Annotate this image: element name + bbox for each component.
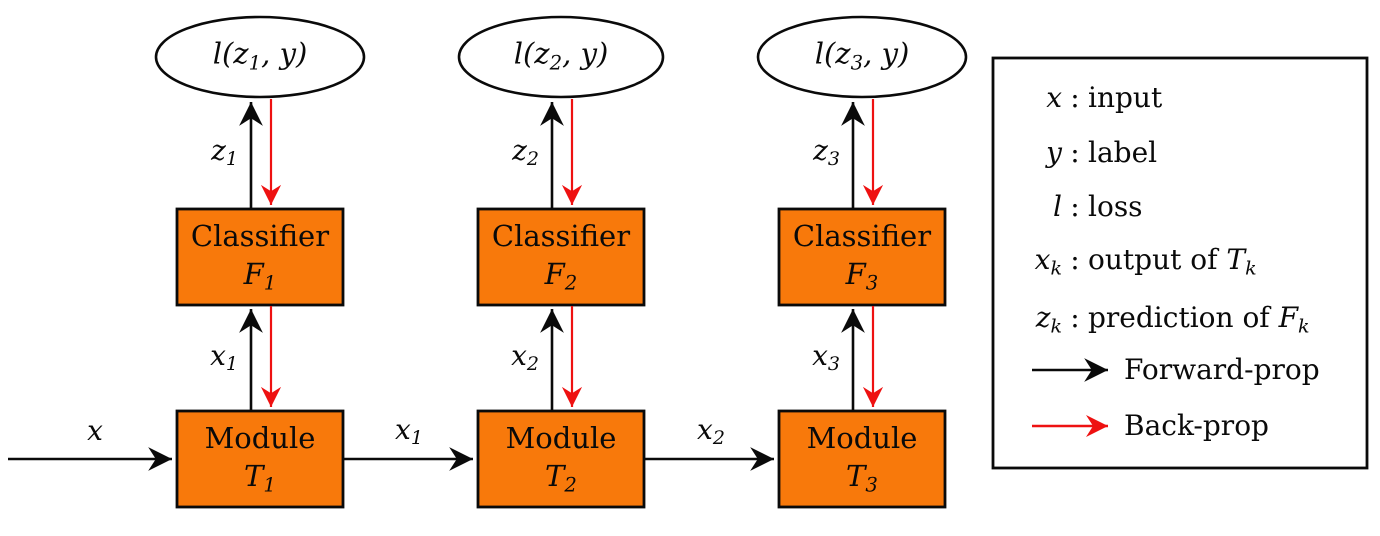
classifier-box-3 (777, 207, 947, 307)
classifier-2-sym: F (544, 257, 565, 292)
legend-row-prediction: zk : prediction of Fk (1002, 301, 1350, 337)
flow-x2-sub: 2 (712, 427, 725, 450)
legend-row-output: xk : output of Tk (1002, 243, 1350, 279)
legend-term-y: y (1046, 136, 1062, 170)
classifier-3-sym: F (845, 257, 866, 292)
loss-label-2-pre: l(z (513, 36, 550, 71)
legend-desc-output: output of Tk (1088, 243, 1257, 280)
loss-label-2-sub: 2 (549, 51, 563, 75)
loss-label-1: l(z1, y) (213, 37, 308, 75)
module-2-title: Module (505, 421, 617, 456)
flow-label-input: x (87, 414, 103, 450)
module-box-2 (476, 409, 646, 509)
loss-label-3: l(z3, y) (815, 37, 910, 75)
classifier-3-sub: 3 (865, 271, 879, 295)
module-2-sub: 2 (564, 473, 577, 497)
loss-label-1-pre: l(z (212, 36, 249, 71)
flow-x2-main: x (697, 412, 713, 446)
module-2-sym: T (545, 459, 565, 494)
flow-x1-main: x (395, 412, 411, 446)
classifier-1-sub: 1 (263, 271, 277, 295)
module-box-1 (175, 409, 345, 509)
x2-main: x (511, 338, 527, 372)
loss-label-1-sub: 1 (248, 51, 262, 75)
z-edge-label-1: z1 (88, 134, 238, 170)
z3-main: z (813, 133, 828, 167)
legend-colon: : (1070, 243, 1080, 277)
legend-colon: : (1070, 136, 1080, 170)
x1-main: x (210, 338, 226, 372)
legend-row-label: y : label (1002, 136, 1350, 172)
module-3-sym: T (846, 459, 866, 494)
loss-label-2-post: , y) (562, 36, 609, 71)
loss-label-3-post: , y) (863, 36, 910, 71)
legend-row-input: x : input (1002, 81, 1350, 117)
legend-desc-prediction: prediction of Fk (1088, 301, 1310, 338)
legend-term-xk: xk (1034, 243, 1062, 280)
module-box-3 (777, 409, 947, 509)
z2-sub: 2 (526, 148, 539, 171)
flow-input-main: x (87, 413, 103, 447)
z2-main: z (512, 133, 527, 167)
loss-label-2: l(z2, y) (514, 37, 609, 75)
module-1-sub: 1 (263, 473, 276, 497)
loss-ellipse-1 (154, 15, 366, 99)
loss-ellipse-2 (457, 15, 665, 99)
loss-label-3-sub: 3 (850, 51, 864, 75)
loss-ellipse-3 (756, 15, 968, 99)
classifier-box-2 (476, 207, 646, 307)
legend-term-zk: zk (1035, 301, 1062, 338)
x2-sub: 2 (526, 353, 539, 376)
x1-sub: 1 (225, 353, 238, 376)
legend-back-label: Back-prop (1124, 408, 1269, 442)
legend-desc-input: input (1088, 81, 1163, 115)
classifier-1-title: Classifier (190, 219, 330, 254)
legend-colon: : (1070, 190, 1080, 224)
legend-row-loss: l : loss (1002, 190, 1350, 226)
x3-sub: 3 (827, 353, 840, 376)
classifier-2-title: Classifier (491, 219, 631, 254)
x-edge-label-2: x2 (389, 339, 539, 375)
z3-sub: 3 (827, 148, 840, 171)
legend-box (991, 56, 1369, 470)
legend-desc-loss: loss (1088, 190, 1143, 224)
x-edge-label-1: x1 (88, 339, 238, 375)
module-1-title: Module (204, 421, 316, 456)
module-1-sym: T (244, 459, 264, 494)
legend-colon: : (1070, 301, 1080, 335)
classifier-3-title: Classifier (792, 219, 932, 254)
legend-forward-label: Forward-prop (1124, 352, 1320, 386)
classifier-box-1 (175, 207, 345, 307)
x-edge-label-3: x3 (690, 339, 840, 375)
legend-desc-label: label (1088, 136, 1158, 170)
z-edge-label-3: z3 (690, 134, 840, 170)
legend-term-x: x (1046, 81, 1062, 115)
flow-x1-sub: 1 (410, 427, 423, 450)
z1-main: z (211, 133, 226, 167)
module-3-title: Module (806, 421, 918, 456)
flow-label-x1: x1 (395, 413, 423, 449)
loss-label-3-pre: l(z (814, 36, 851, 71)
z1-sub: 1 (225, 148, 238, 171)
classifier-2-sub: 2 (564, 271, 578, 295)
flow-label-x2: x2 (697, 413, 725, 449)
classifier-1-sym: F (243, 257, 264, 292)
loss-label-1-post: , y) (261, 36, 308, 71)
z-edge-label-2: z2 (389, 134, 539, 170)
x3-main: x (812, 338, 828, 372)
legend-term-l: l (1053, 190, 1062, 224)
module-3-sub: 3 (865, 473, 878, 497)
legend-colon: : (1070, 81, 1080, 115)
